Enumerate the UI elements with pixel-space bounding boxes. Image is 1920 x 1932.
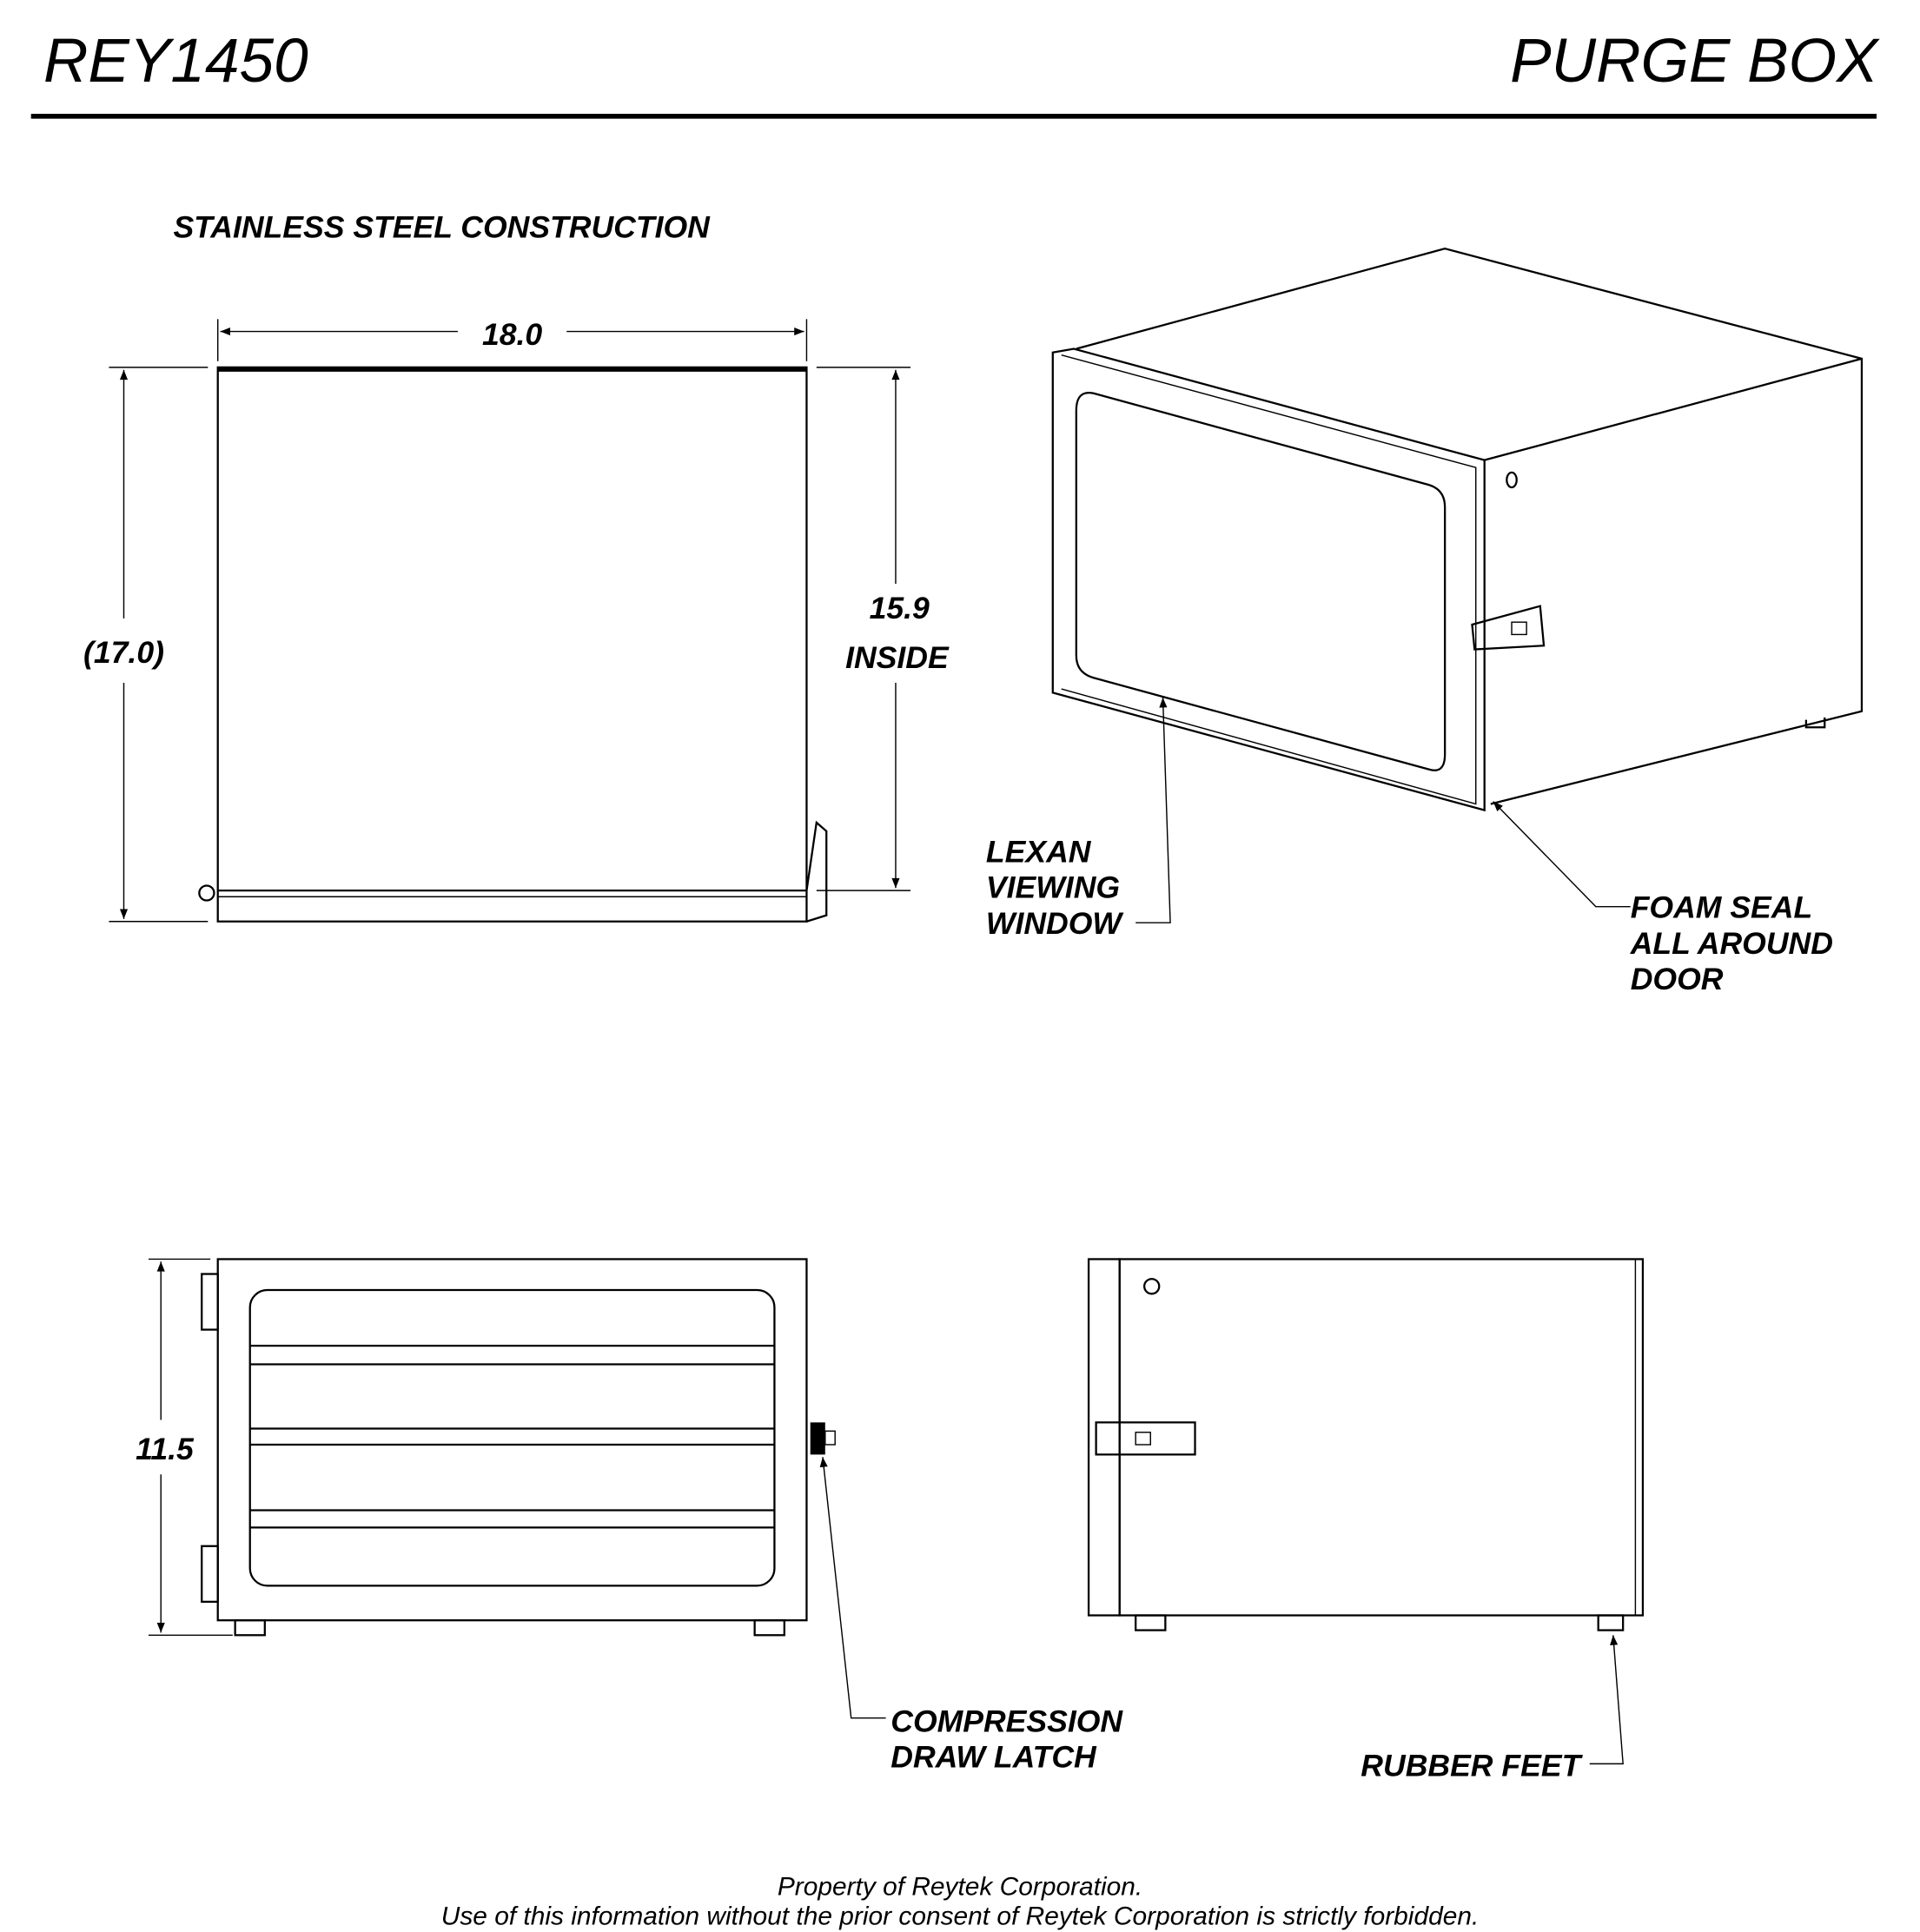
construction-note: STAINLESS STEEL CONSTRUCTION [173, 209, 711, 244]
depth-dimension: 11.5 [136, 1432, 195, 1466]
window-label: LEXAN [986, 834, 1092, 869]
box-outline [216, 366, 808, 923]
latch-label: COMPRESSION [890, 1704, 1123, 1738]
door-view: 11.5 COMPRESSION DRAW LATCH [136, 1258, 1123, 1775]
seal-label: FOAM SEAL [1631, 890, 1813, 924]
foot-icon [753, 1619, 785, 1637]
footer-disclaimer: Use of this information without the prio… [441, 1902, 1480, 1930]
side-view: RUBBER FEET [1087, 1258, 1645, 1783]
foot-icon [1135, 1614, 1167, 1631]
viewing-window [1075, 392, 1447, 771]
viewing-window [248, 1288, 776, 1587]
latch-icon [805, 820, 828, 923]
inside-dimension: 15.9 [870, 591, 930, 625]
width-dimension: 18.0 [482, 317, 542, 352]
footer-ownership: Property of Reytek Corporation. [778, 1872, 1142, 1901]
foot-icon [1597, 1614, 1625, 1631]
feet-label: RUBBER FEET [1361, 1749, 1583, 1783]
latch-icon [1471, 605, 1546, 651]
seal-label: DOOR [1631, 962, 1724, 996]
hinge-icon [201, 1545, 219, 1603]
isometric-view: LEXAN VIEWING WINDOW FOAM SEAL ALL AROUN… [986, 248, 1864, 996]
inside-label: INSIDE [845, 640, 950, 675]
latch-icon [1095, 1421, 1196, 1456]
drawing-title: PURGE BOX [1510, 27, 1880, 96]
foot-icon [234, 1619, 266, 1637]
latch-label: DRAW LATCH [890, 1740, 1097, 1775]
door [1051, 347, 1486, 812]
front-view: 18.0 (17.0) 15.9 INSIDE [83, 317, 950, 923]
window-label: WINDOW [986, 906, 1125, 941]
part-number: REY1450 [43, 27, 308, 96]
hinge-icon [198, 884, 215, 902]
window-label: VIEWING [986, 870, 1120, 905]
latch-icon [810, 1422, 825, 1455]
height-dimension: (17.0) [83, 635, 164, 670]
hinge-icon [201, 1273, 219, 1331]
seal-label: ALL AROUND [1630, 926, 1833, 961]
